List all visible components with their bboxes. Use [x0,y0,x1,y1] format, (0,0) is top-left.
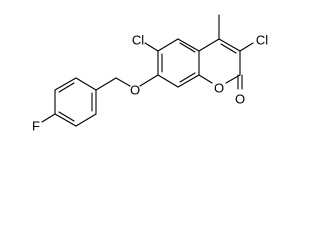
bond [157,74,179,88]
double-bond-inner [179,42,196,53]
bond [198,74,213,84]
bond [177,38,200,52]
atom-label-carbonyl-oxygen: O [235,92,245,107]
bond-ch2-o [115,77,131,87]
double-bond-inner [179,72,196,83]
bond-c-f [41,113,56,123]
bond [198,38,220,52]
atom-label-ether-oxygen: O [130,83,140,98]
atom-label-chlorine-right: Cl [256,33,268,48]
bond [75,77,97,91]
bond [177,74,200,88]
atom-label-ring-oxygen: O [214,81,224,96]
bond [75,113,97,127]
bond-aryl-ch2 [95,77,117,91]
atom-label-fluorine: F [32,119,40,134]
chemical-structure-diagram: Cl Cl O O O F [32,14,268,134]
double-bond-inner [58,111,75,122]
bond [218,38,241,52]
bond [54,77,77,91]
atom-label-chlorine-top: Cl [132,33,144,48]
pyranone-ring [198,38,241,84]
double-bond-inner [220,43,237,54]
bond-o-c7 [139,74,159,87]
structure-canvas: Cl Cl O O O F [32,14,269,134]
fluorophenyl-ring [54,77,97,127]
bond [54,113,77,127]
benzo-ring [157,38,200,88]
bond-c6-cl [144,42,159,52]
bond [157,38,179,52]
bond-c3-cl [239,42,254,52]
double-bond-inner [58,82,75,93]
